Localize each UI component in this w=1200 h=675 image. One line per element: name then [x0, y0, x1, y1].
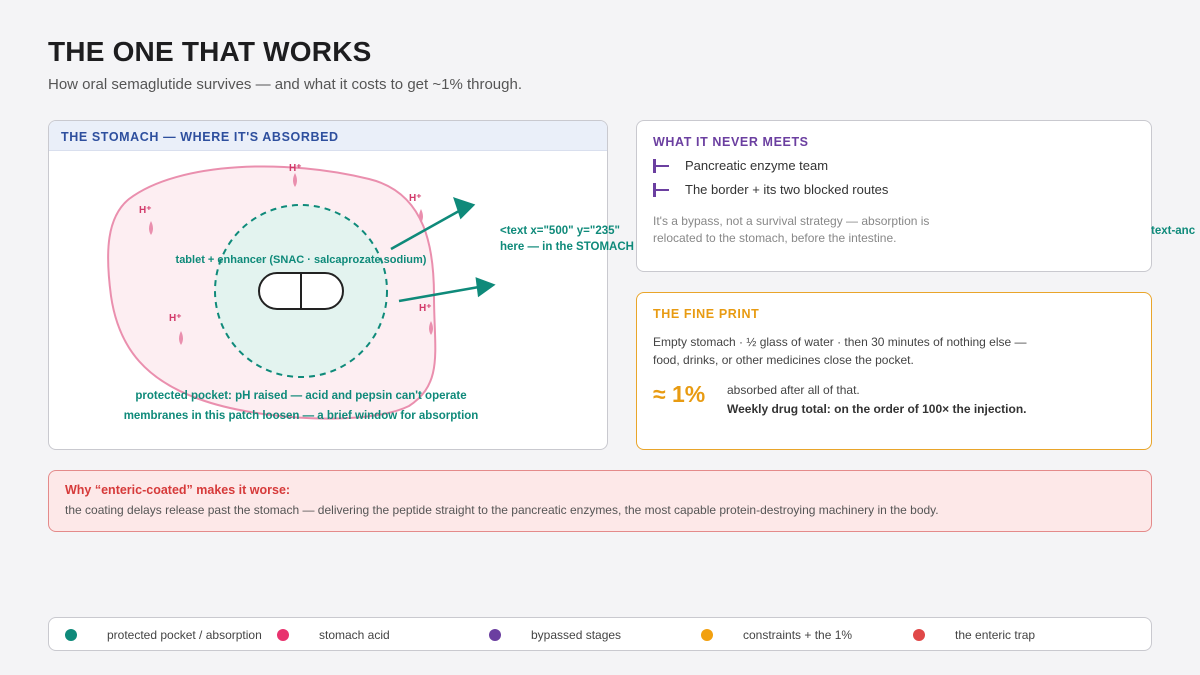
- pocket-line-2: membranes in this patch loosen — a brief…: [124, 410, 479, 422]
- page-subtitle: How oral semaglutide survives — and what…: [48, 76, 522, 93]
- never-item: Pancreatic enzyme team: [653, 158, 1135, 173]
- legend-label: stomach acid: [319, 628, 390, 642]
- stomach-diagram: H⁺ H⁺ H⁺ H⁺ H⁺ tablet + enhancer (SNAC ·…: [107, 163, 496, 422]
- never-note: It's a bypass, not a survival strategy —…: [653, 214, 930, 245]
- stray-text-line-2: here — in the STOMACH: [500, 241, 634, 253]
- enteric-trap-heading: Why “enteric-coated” makes it worse:: [65, 483, 291, 497]
- acid-label: H⁺: [139, 205, 152, 216]
- acid-drops: [149, 173, 433, 345]
- arrow-head-icon: [475, 277, 496, 298]
- absorption-arrows: [390, 197, 496, 303]
- acid-label: H⁺: [409, 193, 422, 204]
- never-item: The border + its two blocked routes: [653, 182, 1135, 197]
- acid-drop-icon: [429, 321, 433, 335]
- stomach-panel: THE STOMACH — WHERE IT'S ABSORBED H⁺ H⁺ …: [48, 120, 608, 450]
- acid-label: H⁺: [169, 313, 182, 324]
- legend-label: protected pocket / absorption: [107, 628, 262, 642]
- acid-drop-icon: [419, 209, 423, 223]
- legend-dot-teal: [65, 629, 77, 641]
- stomach-heading: THE STOMACH — WHERE IT'S ABSORBED: [49, 121, 607, 151]
- page-title: THE ONE THAT WORKS: [48, 36, 372, 67]
- acid-drop-icon: [293, 173, 297, 187]
- blocked-icon: [653, 182, 671, 197]
- acid-drop-icon: [149, 221, 153, 235]
- absorbed-note: absorbed after all of that.: [727, 383, 860, 397]
- weekly-total-note: Weekly drug total: on the order of 100× …: [727, 402, 1027, 416]
- fine-print-heading: THE FINE PRINT: [653, 307, 760, 321]
- tablet-icon: [258, 272, 344, 310]
- legend-dot-red: [913, 629, 925, 641]
- absorption-summary: ≈ 1% absorbed after all of that. Weekly …: [653, 381, 1135, 419]
- never-item-label: The border + its two blocked routes: [685, 182, 889, 197]
- never-item-label: Pancreatic enzyme team: [685, 158, 829, 173]
- legend-dot-purple: [489, 629, 501, 641]
- blocked-icon: [653, 158, 671, 173]
- tablet-label: tablet + enhancer (SNAC · salcaprozate s…: [176, 254, 427, 266]
- acid-drop-icon: [179, 331, 183, 345]
- acid-label: H⁺: [289, 163, 302, 174]
- legend-label: bypassed stages: [531, 628, 622, 642]
- legend: protected pocket / absorption stomach ac…: [48, 617, 1152, 651]
- legend-dot-pink: [277, 629, 289, 641]
- fine-print-text: Empty stomach · ½ glass of water · then …: [653, 335, 1027, 367]
- legend-label: the enteric trap: [955, 628, 1036, 642]
- arrow-head-icon: [453, 197, 476, 220]
- legend-dot-orange: [701, 629, 713, 641]
- acid-label: H⁺: [419, 303, 432, 314]
- stray-text-edge: text-anc: [1151, 225, 1196, 237]
- never-meets-panel: WHAT IT NEVER MEETS Pancreatic enzyme te…: [636, 120, 1152, 272]
- never-meets-heading: WHAT IT NEVER MEETS: [653, 135, 809, 149]
- pocket-line-1: protected pocket: pH raised — acid and p…: [135, 390, 466, 402]
- fine-print-panel: THE FINE PRINT Empty stomach · ½ glass o…: [636, 292, 1152, 450]
- enteric-trap-text: the coating delays release past the stom…: [65, 503, 939, 517]
- enteric-trap-panel: Why “enteric-coated” makes it worse: the…: [48, 470, 1152, 532]
- stray-text-line-1: <text x="500" y="235": [500, 225, 620, 237]
- legend-label: constraints + the 1%: [743, 628, 853, 642]
- absorption-percent: ≈ 1%: [653, 381, 706, 407]
